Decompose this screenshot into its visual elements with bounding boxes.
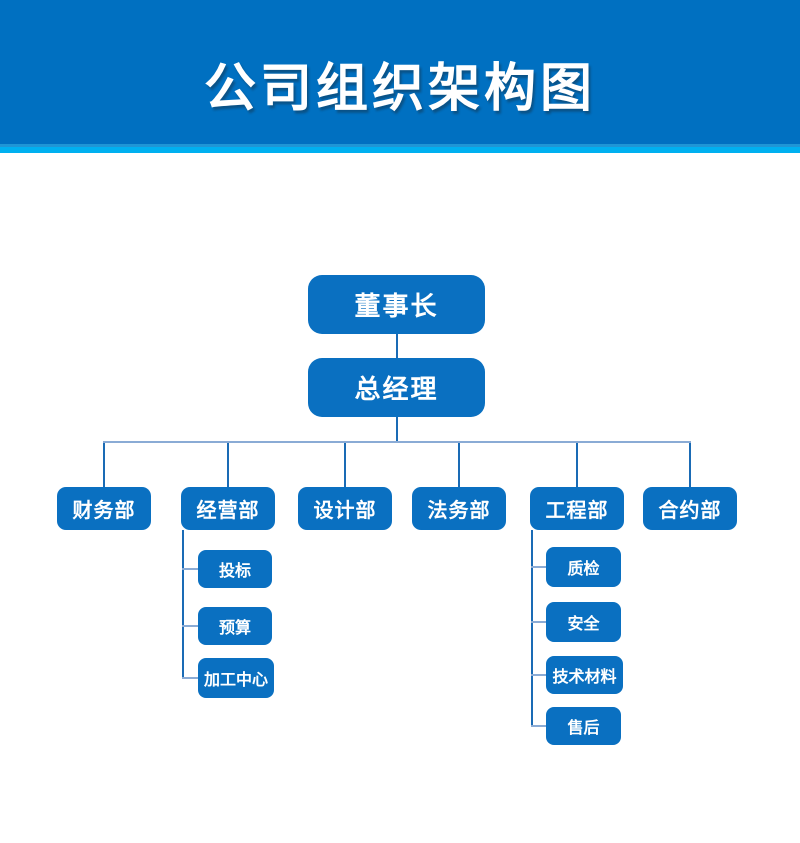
header-accent-strip-cyan [0,147,800,153]
connector-stub-budget [182,625,198,627]
org-node-after-sales: 售后 [546,707,621,745]
connector-drop-finance [103,443,105,487]
org-node-dept-design: 设计部 [298,487,392,530]
connector-engineering-spine [531,530,533,726]
connector-department-rail [103,441,691,443]
connector-drop-legal [458,443,460,487]
page-header: 公司组织架构图 [0,0,800,144]
connector-stub-technical-materials [531,674,546,676]
org-node-dept-engineering: 工程部 [530,487,624,530]
org-node-dept-operations: 经营部 [181,487,275,530]
org-node-dept-legal: 法务部 [412,487,506,530]
connector-stub-safety [531,621,546,623]
org-node-safety: 安全 [546,602,621,642]
org-node-budget: 预算 [198,607,272,645]
connector-drop-contract [689,443,691,487]
connector-drop-design [344,443,346,487]
org-node-chairman: 董事长 [308,275,485,334]
header-accent-strip-mid [0,144,800,147]
org-node-general-manager: 总经理 [308,358,485,417]
connector-gm-rail [396,417,398,443]
connector-stub-quality-inspection [531,566,546,568]
connector-chairman-gm [396,334,398,358]
connector-drop-engineering [576,443,578,487]
org-node-dept-finance: 财务部 [57,487,151,530]
page-title: 公司组织架构图 [203,59,596,118]
connector-stub-bidding [182,568,198,570]
connector-stub-processing-center [182,677,198,679]
org-node-quality-inspection: 质检 [546,547,621,587]
connector-drop-operations [227,443,229,487]
org-node-bidding: 投标 [198,550,272,588]
connector-operations-spine [182,530,184,678]
org-node-technical-materials: 技术材料 [546,656,623,694]
org-node-processing-center: 加工中心 [198,658,274,698]
org-node-dept-contract: 合约部 [643,487,737,530]
connector-stub-after-sales [531,725,546,727]
